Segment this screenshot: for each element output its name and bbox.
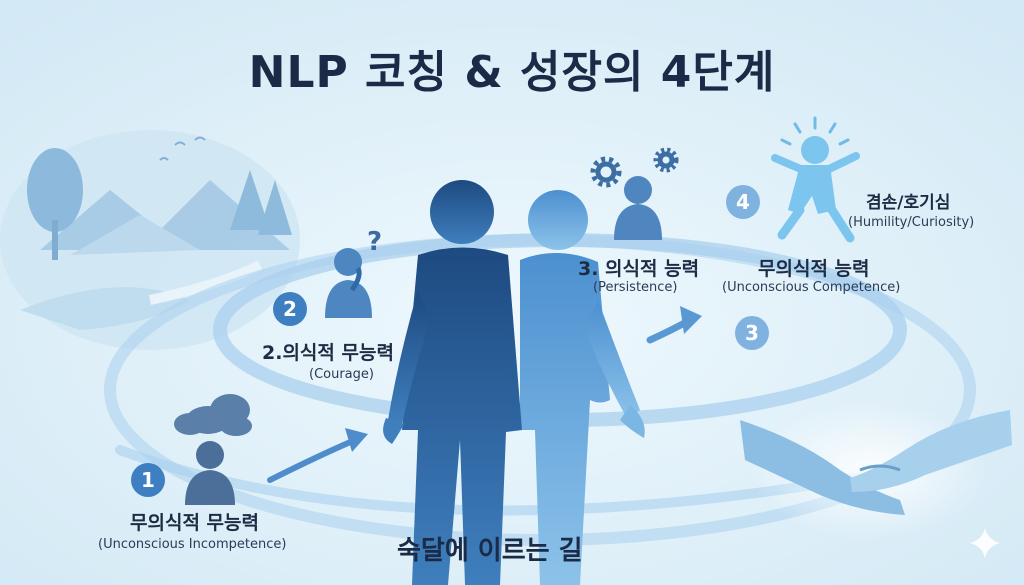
path-caption: 숙달에 이르는 길 (397, 536, 583, 566)
landscape-icon (0, 130, 300, 350)
stage-1-badge: 1 (131, 463, 165, 497)
stage-1-label: 무의식적 무능력 (130, 512, 259, 534)
stage-4-badge: 4 (726, 185, 760, 219)
stage-2-sub: (Courage) (309, 367, 374, 382)
stage-3b-label: 무의식적 능력 (758, 258, 870, 280)
stage-3b-badge: 3 (735, 316, 769, 350)
stage-2-label: 2.의식적 무능력 (262, 342, 394, 364)
stage-4-sub: (Humility/Curiosity) (848, 215, 975, 230)
stage-2-badge: 2 (273, 292, 307, 326)
dark-figure (383, 180, 522, 585)
sparkle-rays (780, 116, 850, 146)
stage-2-figure (325, 248, 372, 318)
stage-4-figure (771, 136, 860, 243)
gear-icon (590, 147, 679, 188)
stage-3-label: 3. 의식적 능력 (578, 258, 700, 280)
cloud-icon (174, 394, 252, 436)
progress-arrow-1 (267, 428, 368, 483)
stage-3-sub: (Persistence) (593, 280, 678, 295)
progress-arrow-2 (646, 306, 702, 344)
handshake-icon (740, 400, 1012, 540)
stage-1-sub: (Unconscious Incompetence) (98, 537, 287, 552)
stage-3b-sub: (Unconscious Competence) (722, 280, 901, 295)
stage-1-figure (174, 394, 252, 505)
question-icon: ? (367, 227, 382, 257)
light-figure (520, 190, 645, 585)
sparkle-icon (970, 528, 1000, 558)
page-title: NLP 코칭 & 성장의 4단계 (248, 47, 776, 98)
stage-4-label: 겸손/호기심 (866, 193, 951, 213)
stage-3-figure (614, 176, 662, 240)
